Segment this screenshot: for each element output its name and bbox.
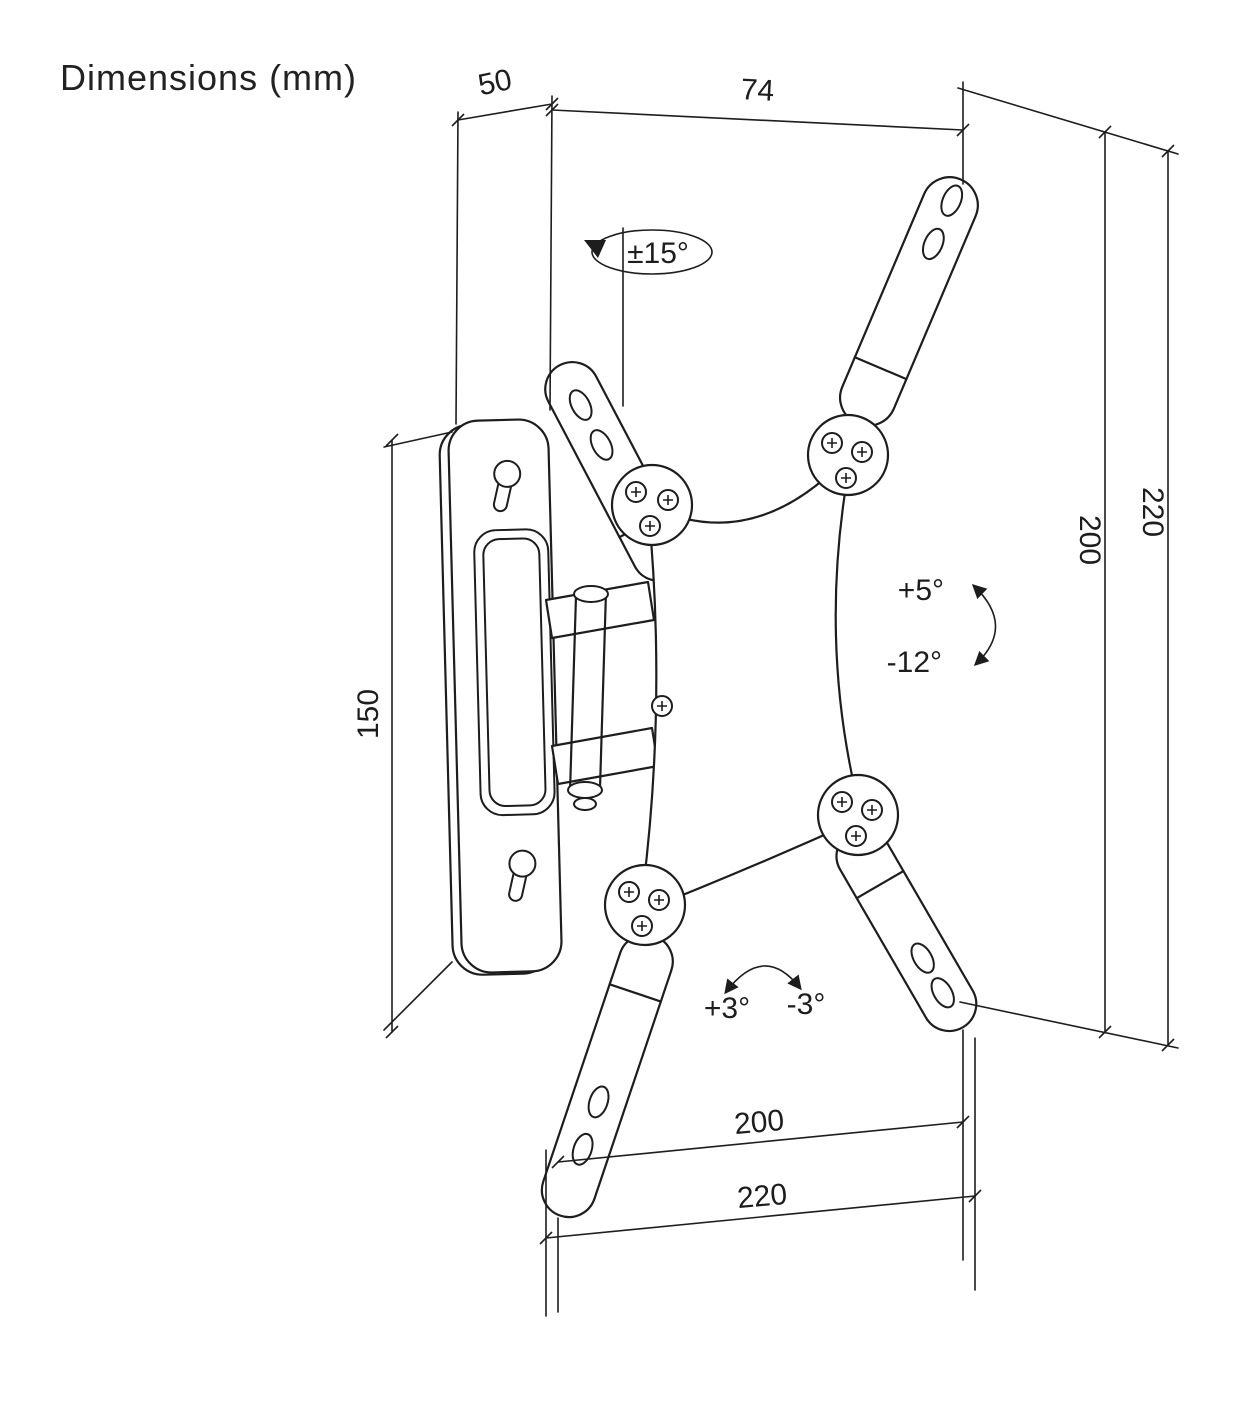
vesa-slot-hole — [910, 942, 935, 974]
arm-bend-line — [853, 356, 908, 381]
dim-line-vesa-width — [557, 1121, 964, 1163]
dim-label-top-width: 74 — [740, 73, 775, 108]
screw-icon — [835, 467, 857, 489]
rotation-arc — [724, 965, 802, 995]
screw-icon — [851, 441, 873, 463]
ext-height-bottom-left — [383, 961, 453, 1031]
hinge-pin-top-cap — [573, 585, 609, 603]
ext-height-top-left — [383, 431, 453, 448]
swivel-arc — [591, 229, 713, 275]
ext-depth-width-shared — [549, 95, 553, 411]
dim-label-overall-width: 220 — [736, 1178, 789, 1215]
arm-lower-left — [540, 933, 674, 1219]
vesa-slot-hole — [568, 389, 593, 421]
ext-right-top-slant — [957, 87, 1179, 155]
screw-icon — [648, 889, 670, 911]
vesa-slot-hole — [921, 227, 945, 261]
hinge-pin-bottom-cap — [567, 781, 603, 799]
extension-lines — [383, 81, 1179, 1317]
keyhole-slot-bottom — [508, 849, 537, 902]
dim-label-vesa-height: 200 — [1073, 515, 1106, 565]
hinge-pin-left-edge — [568, 594, 578, 794]
vesa-slot-hole — [930, 977, 955, 1009]
screw-icon — [845, 825, 867, 847]
arm-bend-line — [855, 869, 905, 900]
ext-depth-left — [455, 111, 459, 425]
dimension-ticks — [385, 97, 1175, 1245]
keyhole-slot-top — [492, 459, 522, 513]
hinge-pin-right-edge — [598, 590, 608, 790]
dim-label-vesa-width: 200 — [733, 1104, 786, 1141]
tilt-arc — [971, 584, 997, 666]
arm-upper-right — [839, 176, 979, 427]
hinge-pin-end-cap — [573, 797, 597, 811]
screw-icon — [831, 791, 853, 813]
dim-label-wall-plate-depth: 50 — [475, 63, 515, 102]
screw-icon — [639, 515, 661, 537]
dim-label-wall-plate-height: 150 — [352, 689, 385, 739]
hinge-bracket-lower — [550, 726, 660, 786]
dim-label-overall-height: 220 — [1136, 487, 1169, 537]
dim-line-overall-width — [545, 1195, 976, 1239]
tilt-up-label: +5° — [898, 574, 944, 607]
vesa-plate — [603, 413, 900, 947]
hinge-assembly — [544, 580, 660, 811]
screw-icon — [861, 799, 883, 821]
swivel-angle-label: ±15° — [627, 237, 689, 270]
arm-lower-right — [835, 827, 978, 1033]
screw-icon — [618, 881, 640, 903]
wall-plate — [438, 418, 563, 976]
dim-line-depth — [457, 103, 553, 121]
screw-icon — [821, 432, 843, 454]
dimension-lines — [391, 103, 1169, 1239]
page-title: Dimensions (mm) — [60, 57, 357, 98]
swivel-annotation: ±15° — [584, 227, 713, 407]
rotation-ccw-label: -3° — [787, 988, 826, 1021]
hinge-bracket-upper — [544, 580, 656, 640]
vesa-slot-hole — [571, 1132, 594, 1166]
rotation-annotation: +3° -3° — [701, 965, 828, 1028]
ext-right-bottom-slant — [959, 1001, 1179, 1049]
vesa-slot-hole — [589, 429, 614, 461]
vesa-slot-hole — [587, 1085, 610, 1119]
screw-icon — [631, 915, 653, 937]
vesa-slot-hole — [940, 184, 964, 217]
tilt-down-label: -12° — [887, 646, 942, 679]
screw-icon — [651, 695, 673, 717]
rotation-cw-label: +3° — [704, 992, 750, 1025]
screw-icon — [625, 481, 647, 503]
wall-plate-boss-inner — [482, 537, 547, 808]
swivel-arrow-icon — [584, 240, 606, 258]
screw-icon — [657, 489, 679, 511]
dim-line-top-width — [551, 109, 964, 131]
tilt-annotation: +5° -12° — [884, 571, 997, 682]
arm-bend-line — [608, 983, 662, 1003]
